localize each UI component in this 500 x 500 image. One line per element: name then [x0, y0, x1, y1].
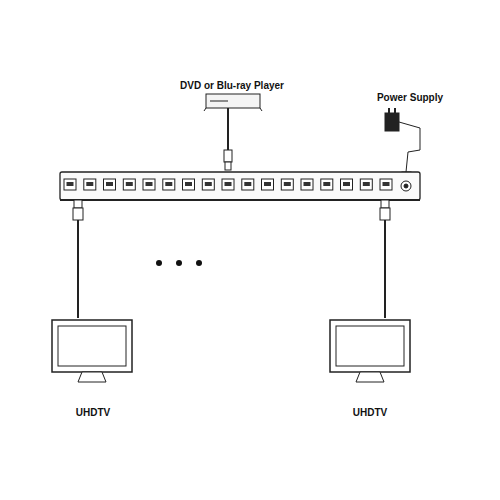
- player-body: [206, 94, 260, 108]
- power-adapter: [385, 113, 399, 131]
- hdmi-port: [380, 179, 392, 190]
- player-slot: [210, 101, 228, 102]
- hdmi-cable: [227, 108, 229, 150]
- hdmi-port-pins: [244, 182, 251, 186]
- hdmi-port-pins: [264, 182, 271, 186]
- hdmi-port-pins: [363, 182, 370, 186]
- hdmi-cable: [77, 220, 79, 318]
- hdmi-port-pins: [126, 182, 133, 186]
- device-label: UHDTV: [76, 407, 110, 419]
- hdmi-port-pins: [165, 182, 172, 186]
- hdmi-port-pins: [146, 182, 153, 186]
- device-label: UHDTV: [353, 407, 387, 419]
- hdmi-port: [123, 179, 135, 190]
- device-label-box: UHDTV: [353, 407, 387, 419]
- hdmi-port: [301, 179, 313, 190]
- hdmi-port: [163, 179, 175, 190]
- hdmi-port-pins: [225, 182, 232, 186]
- tv-frame: [330, 320, 410, 372]
- hdmi-port-pins: [343, 182, 350, 186]
- device-label: Power Supply: [377, 92, 443, 104]
- hdmi-port-pins: [304, 182, 311, 186]
- player-foot: [260, 108, 262, 111]
- adapter-pin: [394, 108, 396, 113]
- hdmi-port-pins: [205, 182, 212, 186]
- ellipsis-dot: [196, 260, 202, 266]
- hdmi-port: [341, 179, 353, 190]
- device-label-box: UHDTV: [76, 407, 110, 419]
- hdmi-port-pins: [284, 182, 291, 186]
- device-label: DVD or Blu-ray Player: [180, 80, 284, 92]
- tv-stand: [356, 372, 384, 382]
- hdmi-port-pins: [185, 182, 192, 186]
- hdmi-port: [202, 179, 214, 190]
- hdmi-port: [262, 179, 274, 190]
- hdmi-port: [360, 179, 372, 190]
- tv-stand: [78, 372, 106, 382]
- device-label-box: Power Supply: [377, 92, 443, 104]
- hdmi-port-pins: [323, 182, 330, 186]
- dc-jack: [404, 184, 408, 188]
- ellipsis-dot: [176, 260, 182, 266]
- dc-jack: [401, 181, 411, 191]
- hdmi-plug: [73, 208, 83, 220]
- ellipsis-dot: [156, 260, 162, 266]
- hdmi-plug: [224, 150, 232, 162]
- hdmi-port: [84, 179, 96, 190]
- adapter-pin: [388, 108, 390, 113]
- hdmi-port: [143, 179, 155, 190]
- hdmi-plug: [74, 200, 82, 208]
- hdmi-cable: [384, 220, 386, 318]
- hdmi-port-pins: [106, 182, 113, 186]
- hdmi-port: [222, 179, 234, 190]
- hdmi-port-pins: [383, 182, 390, 186]
- hdmi-port: [104, 179, 116, 190]
- tv-screen: [336, 326, 404, 366]
- hdmi-port: [281, 179, 293, 190]
- hdmi-port: [242, 179, 254, 190]
- hdmi-port: [64, 179, 76, 190]
- hdmi-plug: [381, 200, 389, 208]
- player-foot: [204, 108, 206, 111]
- power-cable: [399, 122, 420, 172]
- splitter-housing: [60, 172, 420, 200]
- hdmi-port-pins: [86, 182, 93, 186]
- hdmi-port: [321, 179, 333, 190]
- hdmi-port-pins: [67, 182, 74, 186]
- hdmi-port: [183, 179, 195, 190]
- device-label-box: DVD or Blu-ray Player: [180, 80, 284, 92]
- hdmi-plug: [380, 208, 390, 220]
- tv-screen: [58, 326, 126, 366]
- hdmi-plug: [225, 162, 231, 170]
- tv-frame: [52, 320, 132, 372]
- splitter-base: [60, 199, 420, 201]
